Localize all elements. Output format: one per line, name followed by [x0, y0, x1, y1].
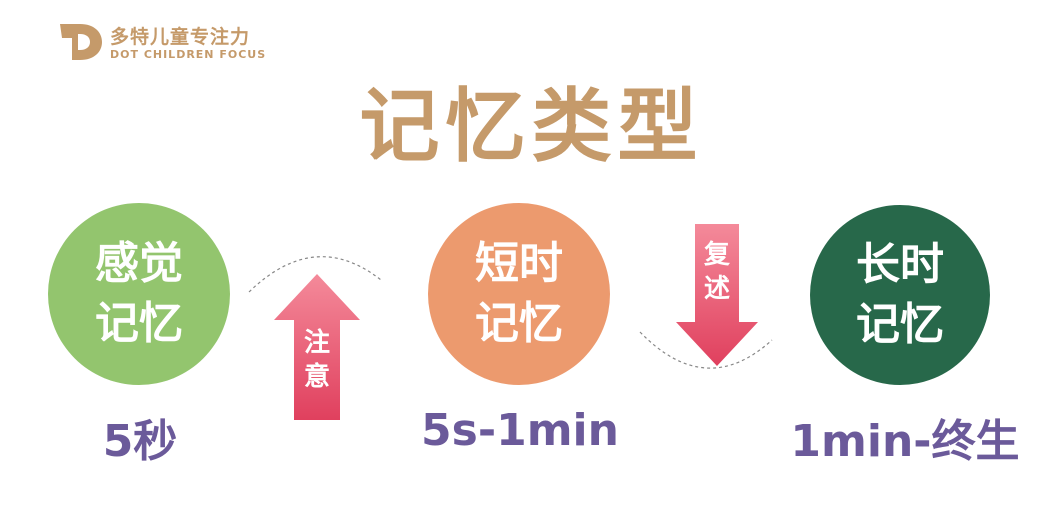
page-title: 记忆类型 [359, 80, 704, 173]
sensory-memory-circle: 感觉记忆 [48, 203, 230, 385]
logo-name-cn: 多特儿童专注力 [110, 26, 251, 48]
short-term-memory-label: 短时记忆 [475, 238, 563, 349]
logo-mark-icon [60, 24, 102, 60]
rehearsal-label: 复述 [703, 240, 730, 304]
dashed-arc-bottom [639, 331, 773, 369]
arrow-up-icon [274, 274, 360, 420]
arrow-down-icon [676, 224, 758, 366]
dashed-arc-top [248, 256, 382, 293]
logo-name-en: DOT CHILDREN FOCUS [110, 48, 267, 61]
long-term-memory-circle: 长时记忆 [810, 205, 990, 385]
long-term-memory-label: 长时记忆 [856, 239, 944, 350]
long-term-duration: 1min-终生 [790, 416, 1020, 467]
attention-label: 注意 [303, 328, 330, 392]
brand-logo: 多特儿童专注力 DOT CHILDREN FOCUS [58, 14, 265, 66]
sensory-duration: 5秒 [102, 416, 178, 467]
short-term-memory-circle: 短时记忆 [428, 203, 610, 385]
sensory-memory-label: 感觉记忆 [95, 238, 183, 349]
short-term-duration: 5s-1min [421, 405, 619, 456]
